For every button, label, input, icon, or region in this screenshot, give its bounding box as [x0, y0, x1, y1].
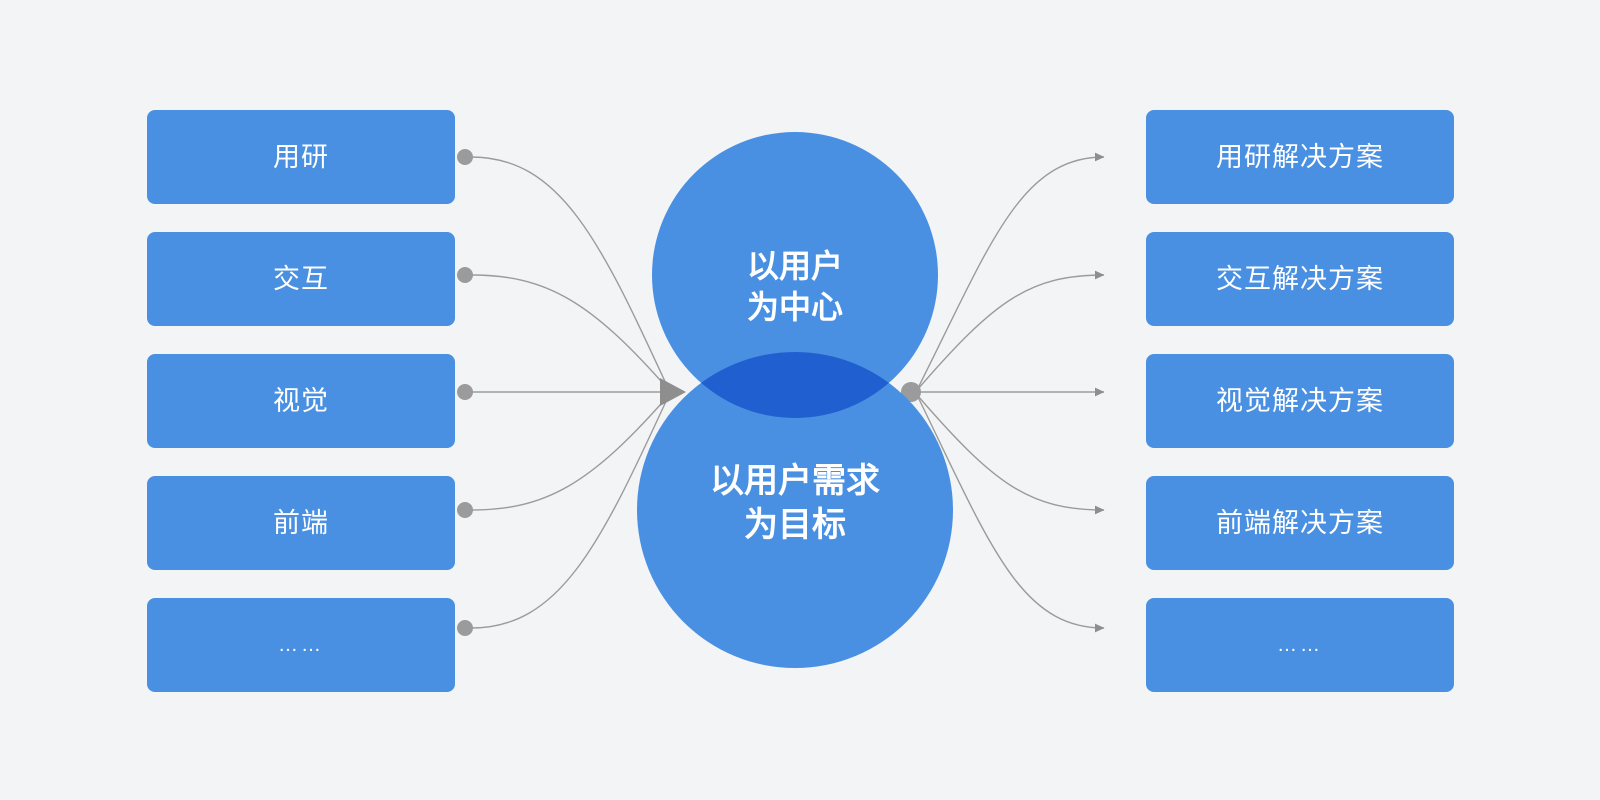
inbound-connectors — [470, 156, 669, 629]
center-circle-top-label: 以用户 为中心 — [746, 248, 843, 325]
outbound-path-2 — [917, 270, 1105, 390]
left-box-label: 用研 — [273, 141, 329, 172]
right-box-label: …… — [1277, 634, 1323, 656]
left-box-user-research[interactable]: 用研 — [147, 110, 455, 204]
left-dot-5 — [457, 620, 473, 636]
right-box-visual-solution[interactable]: 视觉解决方案 — [1146, 354, 1454, 448]
inbound-path-1 — [470, 156, 669, 389]
left-box-label: 交互 — [273, 263, 329, 294]
right-box-frontend-solution[interactable]: 前端解决方案 — [1146, 476, 1454, 570]
right-box-interaction-solution[interactable]: 交互解决方案 — [1146, 232, 1454, 326]
left-dot-3 — [457, 384, 473, 400]
left-box-frontend[interactable]: 前端 — [147, 476, 455, 570]
outbound-connectors — [917, 152, 1105, 633]
left-dot-4 — [457, 502, 473, 518]
left-box-label: …… — [278, 634, 324, 656]
outbound-path-1 — [917, 152, 1105, 389]
center-circle-needs-goal[interactable]: 以用户需求 为目标 — [637, 352, 953, 668]
right-box-label: 前端解决方案 — [1216, 507, 1384, 538]
right-box-more[interactable]: …… — [1146, 598, 1454, 692]
right-box-label: 交互解决方案 — [1216, 263, 1384, 294]
left-dots — [457, 149, 473, 636]
left-box-label: 视觉 — [273, 385, 329, 416]
left-box-more[interactable]: …… — [147, 598, 455, 692]
left-dot-2 — [457, 267, 473, 283]
left-box-interaction[interactable]: 交互 — [147, 232, 455, 326]
left-box-visual[interactable]: 视觉 — [147, 354, 455, 448]
right-box-label: 用研解决方案 — [1216, 141, 1384, 172]
right-box-user-research-solution[interactable]: 用研解决方案 — [1146, 110, 1454, 204]
left-box-label: 前端 — [273, 507, 329, 538]
center-circle-bottom-label: 以用户需求 为目标 — [710, 462, 880, 544]
right-box-label: 视觉解决方案 — [1216, 385, 1384, 416]
inbound-path-2 — [470, 274, 669, 390]
left-dot-1 — [457, 149, 473, 165]
